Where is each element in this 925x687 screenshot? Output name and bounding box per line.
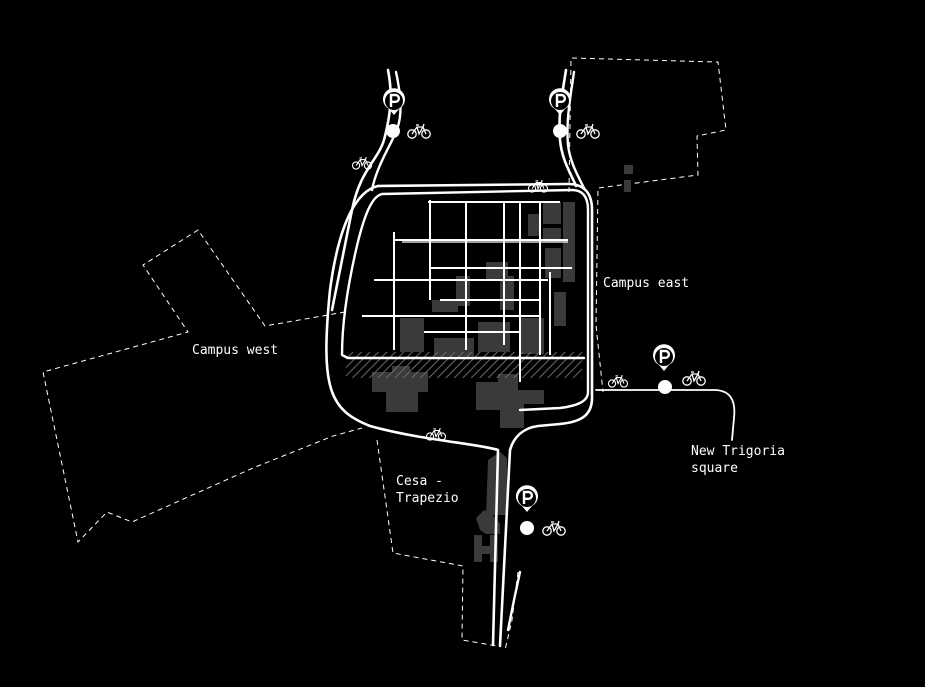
label-campus-east: Campus east — [603, 276, 690, 291]
building — [474, 535, 498, 562]
label-new-trigoria-square: New Trigoria square — [691, 444, 785, 476]
bicycle-icon — [682, 370, 706, 386]
stop-dot-icon — [658, 380, 672, 394]
road-ring-west — [325, 184, 500, 647]
building — [400, 318, 424, 352]
hatched-plaza — [346, 352, 582, 378]
stop-dot-icon — [386, 124, 400, 138]
stop-dot-icon — [553, 124, 567, 138]
boundary-south-east — [504, 571, 519, 651]
road-ring-outer — [376, 182, 594, 648]
building — [563, 202, 575, 282]
building — [432, 300, 458, 312]
parking-pin-icon — [381, 87, 407, 117]
stop-dot-icon — [520, 521, 534, 535]
area-boundaries — [42, 57, 727, 651]
road-north-west — [330, 68, 392, 312]
bicycle-icon — [407, 123, 431, 139]
building — [478, 322, 510, 352]
road-south-east — [506, 570, 522, 632]
road-east-branch — [595, 389, 736, 441]
label-campus-west: Campus west — [192, 343, 279, 358]
street-grid — [362, 200, 572, 382]
stop-dots — [386, 124, 672, 535]
building — [500, 276, 514, 310]
boundary-campus-east — [568, 57, 727, 393]
building — [543, 202, 561, 224]
boundary-campus-west — [42, 229, 363, 544]
bicycle-icon — [607, 374, 629, 388]
parking-pin-icon — [514, 484, 540, 514]
road-north-east-2 — [566, 70, 586, 190]
building — [434, 338, 474, 356]
building — [476, 374, 544, 428]
building — [554, 292, 566, 326]
building — [486, 262, 508, 280]
bicycle-icon — [542, 520, 566, 536]
building — [624, 180, 631, 192]
bicycle-icon — [576, 123, 600, 139]
building — [545, 248, 561, 278]
building — [624, 165, 633, 174]
roads — [325, 68, 736, 648]
building — [476, 510, 500, 534]
parking-pin-icon — [651, 343, 677, 373]
boundary-cesa-trapezio — [376, 439, 498, 647]
building — [543, 228, 561, 242]
road-inner-loop — [340, 188, 590, 412]
building — [528, 214, 540, 236]
label-cesa-trapezio: Cesa - Trapezio — [396, 474, 459, 506]
